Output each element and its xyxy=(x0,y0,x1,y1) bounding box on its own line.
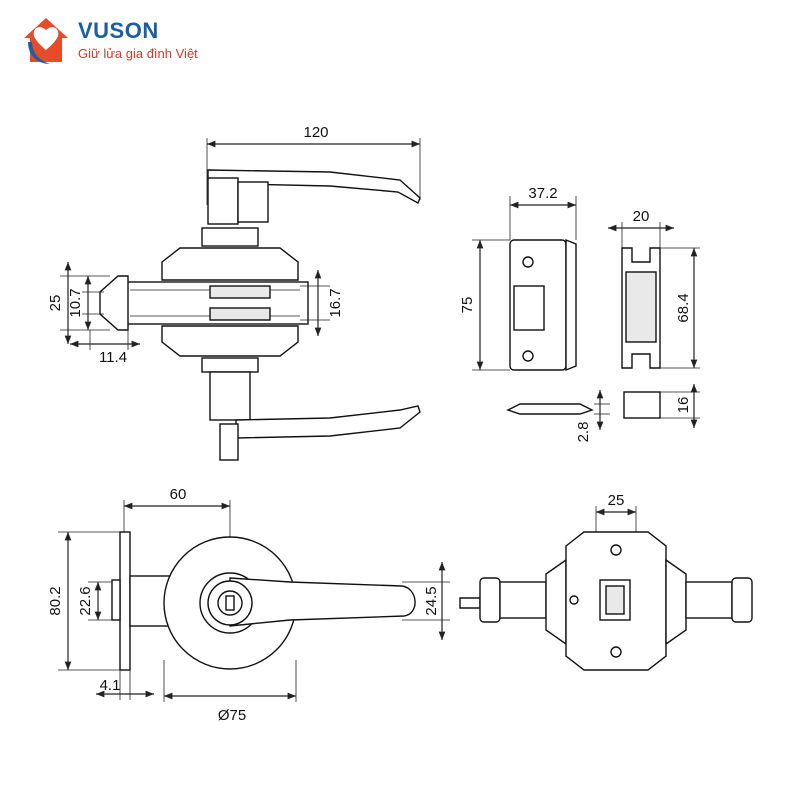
lower-lever xyxy=(235,405,421,439)
upper-collar xyxy=(201,227,259,247)
upper-shank xyxy=(237,181,269,223)
dim-rose-diameter: Ø75 xyxy=(218,707,246,724)
face-edge xyxy=(119,531,131,671)
dim-lever-height: 24.5 xyxy=(423,586,440,615)
dim-plate-width: 37.2 xyxy=(528,185,557,202)
face-plate-view: 37.2 75 2.8 20 68.4 16 xyxy=(459,185,700,442)
key-cylinder xyxy=(219,423,239,461)
upper-rose xyxy=(161,247,299,281)
brand-name: VUSON xyxy=(78,18,159,43)
lower-rose xyxy=(161,325,299,357)
lower-collar xyxy=(201,357,259,373)
dim-strike-width: 20 xyxy=(633,208,650,225)
top-view: 25 xyxy=(459,492,753,671)
dim-latch-height: 25 xyxy=(47,295,64,312)
side-view: 120 25 10.7 11.4 xyxy=(47,124,421,461)
dim-plate-height: 75 xyxy=(459,297,476,314)
dim-strike-height: 68.4 xyxy=(675,293,692,322)
latch-opening xyxy=(513,285,545,331)
front-view: 60 80.2 22.6 4.1 Ø75 24.5 xyxy=(47,486,450,724)
dim-body-width: 25 xyxy=(608,492,625,509)
lower-shank xyxy=(209,371,251,421)
latch-bolt xyxy=(99,275,129,331)
strike-box xyxy=(623,391,661,419)
brand-tagline: Giữ lửa gia đình Việt xyxy=(78,46,198,61)
house-heart-icon xyxy=(24,18,68,64)
dim-plate-thickness: 2.8 xyxy=(575,422,592,443)
dim-face-height: 80.2 xyxy=(47,586,64,615)
dim-strike-depth: 16 xyxy=(675,397,692,414)
dim-lever-length: 120 xyxy=(303,124,328,141)
dim-face-thickness: 4.1 xyxy=(100,677,121,694)
dim-face-inner: 22.6 xyxy=(77,586,94,615)
dim-backset-small: 11.4 xyxy=(99,349,127,366)
upper-neck xyxy=(207,177,239,225)
dim-latch-inner: 10.7 xyxy=(67,288,84,317)
plate-edge xyxy=(506,403,594,415)
vuson-logo: VUSON Giữ lửa gia đình Việt xyxy=(18,12,278,72)
dim-backset: 60 xyxy=(170,486,187,503)
front-lever xyxy=(229,577,416,627)
dim-bolt-height: 16.7 xyxy=(327,288,344,317)
